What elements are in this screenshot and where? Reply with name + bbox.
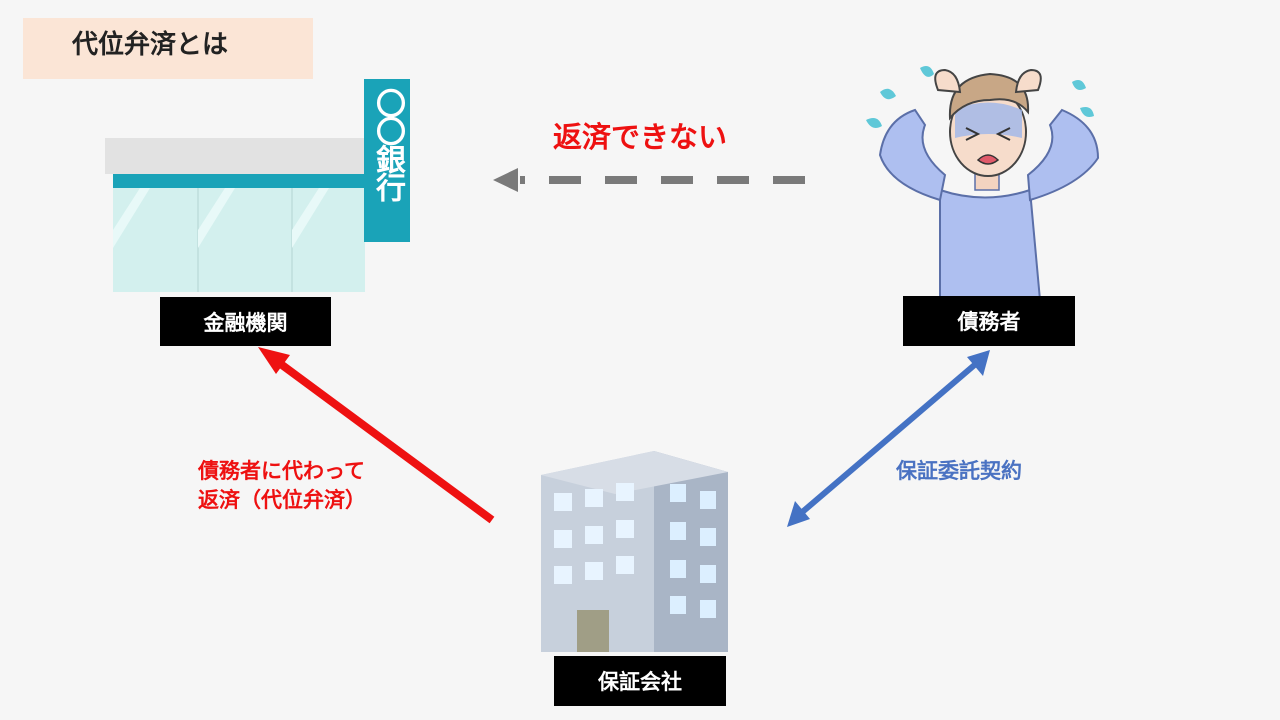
cannot-repay-arrowhead [493,168,518,192]
debtor-label: 債務者 [903,296,1075,346]
guarantee-arrowhead-bottom [787,501,810,527]
bank-sign [364,79,410,242]
guarantor-label: 保証会社 [554,656,726,706]
subrogation-label-line1: 債務者に代わって [198,459,365,483]
debtor-person-illustration [866,66,1100,301]
guarantee-arrowhead-top [967,350,990,376]
bank-label: 金融機関 [160,297,331,346]
subrogation-arrowhead [258,347,290,374]
subrogation-arrow [275,358,495,524]
cannot-repay-label: 返済できない [553,120,728,154]
guarantee-contract-arrow [798,359,980,517]
guarantee-contract-label: 保証委託契約 [896,459,1022,483]
company-building-illustration [541,451,728,652]
page-title: 代位弁済とは [72,30,229,60]
title-box [23,18,313,79]
bank-sign-text: 〇〇銀行 [370,88,405,200]
bank-illustration [105,79,410,292]
subrogation-label-line2: 返済（代位弁済） [198,488,366,512]
